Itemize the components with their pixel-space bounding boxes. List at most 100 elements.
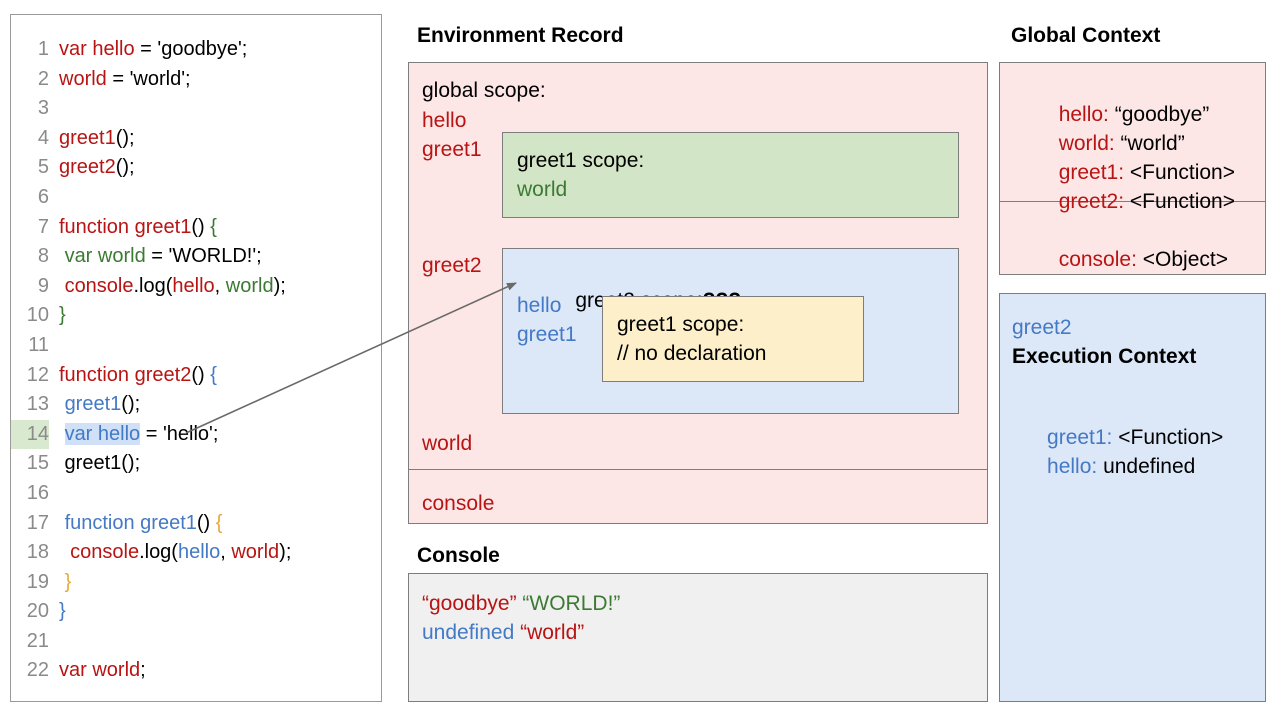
environment-record-heading: Environment Record <box>417 24 624 47</box>
code-line-number: 6 <box>37 185 49 208</box>
code-line-number: 2 <box>37 67 49 90</box>
code-line[interactable]: 8 var world = 'WORLD!'; <box>11 242 381 272</box>
code-line[interactable]: 20} <box>11 597 381 627</box>
greet2-scope-binding-hello: hello <box>517 294 562 317</box>
code-token: function greet1 <box>64 511 197 534</box>
global-context-panel: hello: “goodbye” world: “world” greet1: … <box>999 62 1266 275</box>
code-token: () <box>196 511 216 534</box>
global-context-row-key: world: <box>1058 132 1121 155</box>
code-line-text: var world = 'WORLD!'; <box>49 242 262 272</box>
code-line-text: } <box>49 597 66 627</box>
code-line-number: 22 <box>26 659 49 682</box>
code-line-number: 11 <box>28 333 49 356</box>
code-line[interactable]: 9 console.log(hello, world); <box>11 272 381 302</box>
global-context-heading: Global Context <box>1011 24 1161 47</box>
global-context-console-value: <Object> <box>1142 248 1228 271</box>
code-line-text: var hello = 'goodbye'; <box>49 35 247 65</box>
code-line[interactable]: 17 function greet1() { <box>11 509 381 539</box>
code-token: greet1(); <box>59 452 141 475</box>
code-token: var hello <box>59 38 135 60</box>
code-line-text: console.log(hello, world); <box>49 538 291 568</box>
code-line[interactable]: 14 var hello = 'hello'; <box>11 419 381 450</box>
global-context-row-key: greet1: <box>1058 161 1130 184</box>
environment-record-panel: global scope: hello greet1 greet2 world … <box>408 62 988 524</box>
global-context-row-key: hello: <box>1058 103 1115 126</box>
er-binding-console: console <box>422 492 495 515</box>
code-line-number: 9 <box>37 274 49 297</box>
code-line-number: 14 <box>11 419 49 450</box>
code-token: , <box>220 541 232 564</box>
code-token: , <box>214 274 226 297</box>
code-line-text: function greet1() { <box>49 509 223 539</box>
execution-context-title: Execution Context <box>1012 345 1197 368</box>
code-line-text: var hello = 'hello'; <box>49 420 218 450</box>
code-line[interactable]: 3 <box>11 94 381 124</box>
code-line-number: 21 <box>26 629 49 652</box>
greet2-scope-binding-greet1: greet1 <box>517 323 577 346</box>
code-token: greet1 <box>64 393 122 416</box>
global-context-row-value: <Function> <box>1129 161 1235 184</box>
execution-context-row-key: hello: <box>1047 455 1104 478</box>
code-token: = 'hello'; <box>140 422 219 445</box>
code-line-text: function greet2() { <box>49 361 217 391</box>
global-context-row-key: greet2: <box>1058 190 1130 213</box>
execution-context-row-value: undefined <box>1103 455 1196 478</box>
execution-context-row: greet1: <Function> <box>1012 402 1223 474</box>
code-token: = 'WORLD!'; <box>145 245 262 268</box>
code-token: hello <box>172 274 215 297</box>
er-binding-hello: hello <box>422 109 467 132</box>
global-context-variables-section: hello: “goodbye” world: “world” greet1: … <box>1000 63 1265 213</box>
code-token-selected: var hello <box>64 422 141 445</box>
er-binding-world: world <box>422 432 473 455</box>
code-line[interactable]: 11 <box>11 331 381 361</box>
code-token: world <box>231 541 280 564</box>
global-context-row-value: “world” <box>1120 132 1185 155</box>
code-token: { <box>210 215 217 238</box>
code-token: } <box>59 600 66 623</box>
code-token: console <box>70 541 140 564</box>
code-token: (); <box>121 393 141 416</box>
console-output-line: undefined “world” <box>422 621 584 645</box>
code-line[interactable]: 6 <box>11 183 381 213</box>
code-line[interactable]: 15 greet1(); <box>11 449 381 479</box>
code-token: hello <box>177 541 221 564</box>
console-token: “WORLD!” <box>522 592 621 615</box>
code-line-number: 1 <box>37 38 49 60</box>
greet2-scope-box: greet2 scope:??? hello greet1 greet1 sco… <box>502 248 959 414</box>
code-token: } <box>64 570 72 593</box>
code-line[interactable]: 13 greet1(); <box>11 390 381 420</box>
code-line[interactable]: 10} <box>11 301 381 331</box>
global-context-row-value: <Function> <box>1129 190 1235 213</box>
code-line[interactable]: 19 } <box>11 568 381 598</box>
code-token: () <box>191 363 211 386</box>
code-line-text: console.log(hello, world); <box>49 272 286 302</box>
code-token: ; <box>140 659 146 682</box>
environment-record-console-section: console <box>409 470 987 523</box>
code-line[interactable]: 16 <box>11 479 381 509</box>
greet1-scope-box: greet1 scope: world <box>502 132 959 218</box>
code-line[interactable]: 21 <box>11 627 381 657</box>
code-line[interactable]: 18 console.log(hello, world); <box>11 538 381 568</box>
greet1-scope-title: greet1 scope: <box>517 149 645 172</box>
code-token: { <box>210 363 217 386</box>
code-line-number: 15 <box>26 452 49 475</box>
greet1-inner-scope-box: greet1 scope: // no declaration <box>602 296 864 382</box>
code-line-text: greet1(); <box>49 449 141 479</box>
console-heading: Console <box>417 544 500 567</box>
code-token: ); <box>279 541 292 564</box>
code-token: var world <box>64 245 146 268</box>
greet2-execution-context-panel: greet2 Execution Context greet1: <Functi… <box>999 293 1266 702</box>
execution-context-function-name: greet2 <box>1012 316 1072 339</box>
code-token: console <box>64 274 134 297</box>
code-line-number: 5 <box>37 156 49 179</box>
code-line-number: 17 <box>26 511 49 534</box>
